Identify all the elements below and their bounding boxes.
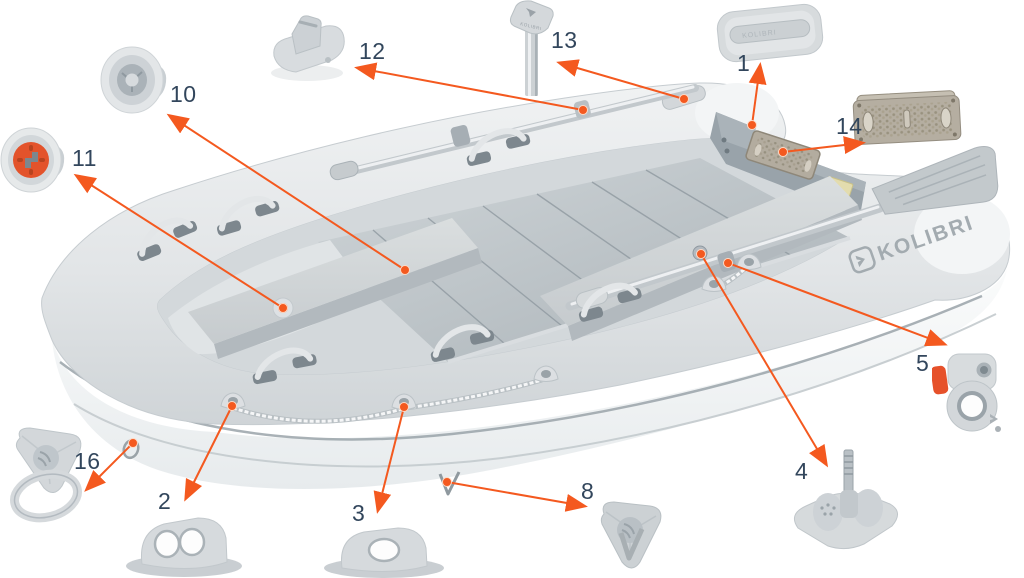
- air-valve-open-illustration: [0, 122, 72, 198]
- stern-tube-endcap-near: [914, 194, 1010, 274]
- part-label-8: 8: [581, 478, 595, 504]
- carry-handle-illustration: KOLIBRI: [712, 0, 828, 66]
- part-label-5: 5: [916, 350, 930, 376]
- part-label-12: 12: [359, 38, 386, 64]
- oar-holder-clamp-illustration: [932, 350, 1012, 438]
- part-label-4: 4: [795, 458, 809, 484]
- oarlock-pin-base-illustration: [784, 448, 906, 558]
- d-ring-patch-illustration: [590, 496, 670, 576]
- oar-grip-brand-text: KOLIBRI: [520, 21, 543, 31]
- air-valve-illustration: [100, 40, 172, 120]
- part-label-14: 14: [836, 113, 863, 139]
- part-label-3: 3: [352, 500, 366, 526]
- part-label-1: 1: [737, 50, 751, 76]
- part-label-16: 16: [74, 448, 101, 474]
- part-label-13: 13: [551, 27, 578, 53]
- carry-handle-brand-text: KOLIBRI: [742, 29, 777, 40]
- part-label-10: 10: [170, 81, 197, 107]
- part-label-11: 11: [72, 145, 97, 171]
- tube-valve: [272, 297, 294, 319]
- oar-clamp-base-illustration: [266, 12, 348, 84]
- part-label-2: 2: [158, 488, 172, 514]
- rope-guide-single-illustration: [320, 520, 448, 578]
- towing-ring-handle-illustration: [0, 424, 96, 524]
- rope-guide-double-illustration: [122, 508, 248, 578]
- transom-motor-plate-illustration: [850, 88, 964, 150]
